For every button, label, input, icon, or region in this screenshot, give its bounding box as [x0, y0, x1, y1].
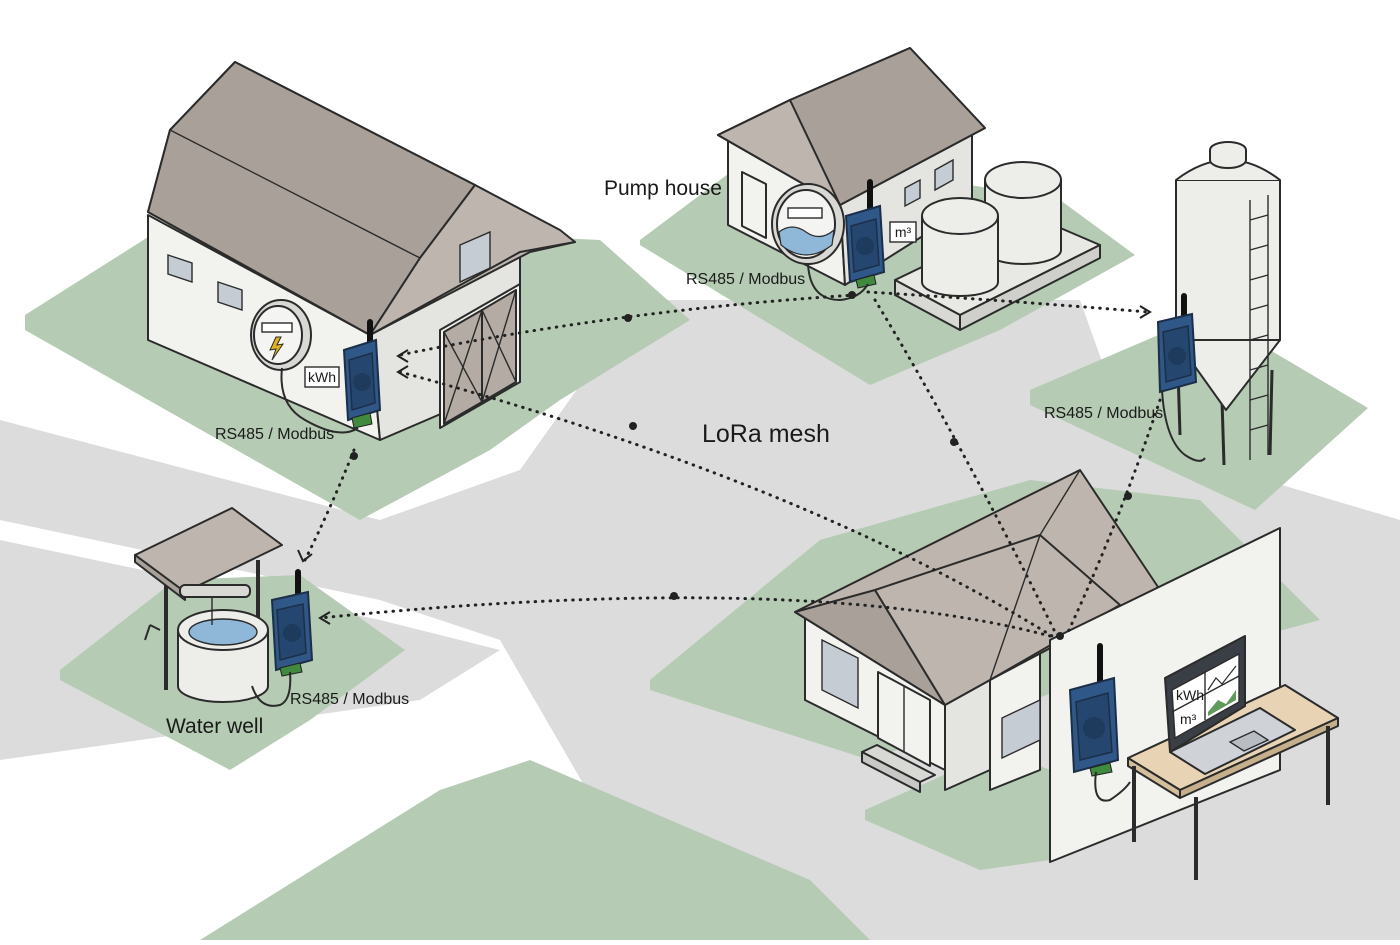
silo-gateway-device — [1156, 293, 1198, 394]
office-gateway-device — [1068, 643, 1120, 777]
water-well-label: Water well — [166, 715, 263, 738]
pump-unit-box — [889, 221, 917, 243]
well-gateway-device — [270, 569, 314, 677]
laptop-dashboard-icon — [1164, 635, 1296, 775]
water-well — [134, 507, 283, 703]
lora-mesh-links — [297, 290, 1162, 640]
well-rs485-label: RS485 / Modbus — [290, 691, 409, 708]
barn-electric-meter — [250, 299, 312, 371]
farmhouse — [794, 469, 1161, 793]
dashboard-kwh-label: kWh — [1176, 687, 1204, 703]
pump-unit-label: m³ — [895, 224, 912, 240]
barn-gateway-device — [342, 319, 382, 429]
silo-rs485-label: RS485 / Modbus — [1044, 405, 1163, 422]
pump-rs485-label: RS485 / Modbus — [686, 271, 805, 288]
barn-unit-box — [304, 366, 340, 388]
pump-house-label: Pump house — [604, 177, 722, 200]
lora-mesh-label: LoRa mesh — [702, 420, 830, 448]
barn-unit-label: kWh — [308, 369, 336, 385]
pump-gateway-device — [844, 179, 886, 289]
barn-rs485-label: RS485 / Modbus — [215, 426, 334, 443]
lightning-bolt-icon — [269, 336, 285, 361]
water-tanks — [894, 161, 1101, 331]
pump-water-meter — [771, 183, 845, 265]
dashboard-m3-label: m³ — [1180, 711, 1197, 727]
water-wave-icon — [778, 226, 835, 256]
